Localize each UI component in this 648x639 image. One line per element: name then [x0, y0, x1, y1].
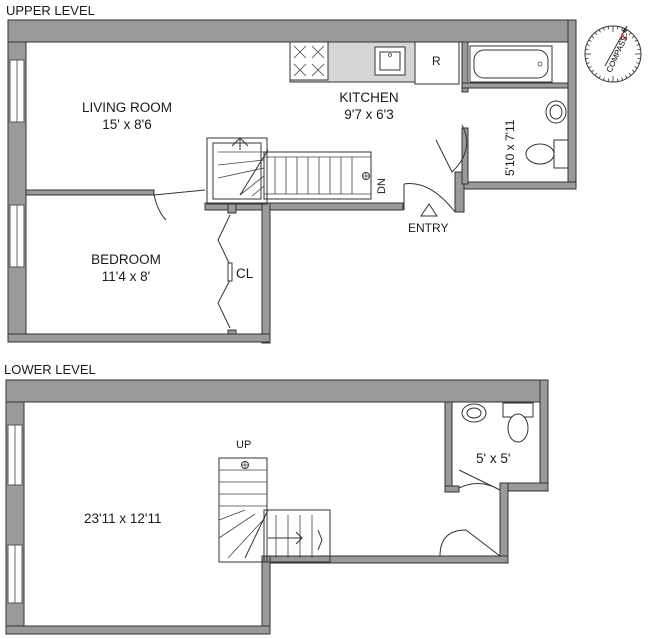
lower-top-wall	[5, 379, 549, 403]
upper-entry-right-wall	[454, 171, 465, 213]
compass-tick	[607, 26, 610, 30]
lower-door	[439, 529, 501, 557]
lower-bathroom-fixtures	[461, 402, 534, 443]
stair-arrow-up-icon	[231, 137, 249, 150]
kitchen-counter	[289, 41, 460, 85]
compass-tick	[616, 78, 619, 82]
closet-label: CL	[236, 266, 254, 281]
upper-stair-bottom-wall	[204, 202, 404, 211]
upper-top-wall	[7, 19, 577, 43]
kitchen-size: 9'7 x 6'3	[344, 107, 394, 122]
upper-bathroom-fixtures	[469, 45, 569, 169]
compass-tick	[594, 72, 598, 76]
bedroom-name: BEDROOM	[91, 252, 161, 267]
compass-tick	[625, 75, 628, 79]
compass-tick	[586, 62, 590, 64]
compass-tick	[636, 44, 640, 46]
compass-tick	[591, 69, 595, 73]
compass-tick	[594, 32, 598, 36]
lower-stairs	[218, 457, 331, 563]
compass-tick	[631, 35, 635, 39]
compass-tick	[591, 35, 595, 39]
compass-tick	[588, 39, 592, 42]
compass-tick	[607, 78, 610, 82]
lower-stair-arrow-icon	[268, 531, 303, 545]
closet-doors	[217, 214, 231, 329]
compass-tick	[634, 39, 638, 42]
compass-tick	[598, 29, 601, 33]
compass-tick	[603, 77, 605, 81]
entry-arrow-icon	[420, 203, 438, 217]
compass-tick	[598, 75, 601, 79]
compass-tick	[631, 69, 635, 73]
kitchen-name: KITCHEN	[339, 90, 399, 105]
lower-level-heading: LOWER LEVEL	[4, 362, 96, 377]
refrigerator-icon	[414, 41, 460, 85]
lower-right-wall	[539, 379, 549, 491]
lower-bathroom-size: 5' x 5'	[476, 451, 511, 466]
living-room-door	[153, 189, 206, 221]
upper-bedroom-right-wall	[261, 202, 271, 344]
lower-main-room-size: 23'11 x 12'11	[84, 511, 162, 526]
compass-tick	[616, 26, 619, 30]
lower-bottom-wall	[5, 625, 271, 635]
upper-right-wall	[567, 19, 577, 189]
living-room-name: LIVING ROOM	[81, 100, 172, 115]
bathroom-size-label: 5'10 x 7'11	[503, 119, 517, 176]
upper-bath-bottom-wall	[461, 181, 577, 190]
stair-down-label: DN	[376, 178, 388, 194]
compass-tick	[637, 48, 641, 51]
compass-tick	[621, 27, 623, 31]
compass-tick	[634, 66, 638, 69]
bedroom-size: 11'4 x 8'	[101, 269, 151, 284]
toilet-icon	[553, 139, 569, 169]
compass-tick	[586, 44, 590, 46]
compass-tick	[585, 48, 589, 51]
compass-tick	[628, 72, 632, 76]
entry-label: ENTRY	[408, 221, 449, 235]
kitchen-door	[435, 124, 468, 173]
bedroom-label: BEDROOM 11'4 x 8'	[78, 251, 174, 285]
living-room-size: 15' x 8'6	[102, 117, 152, 132]
compass-tick	[603, 27, 605, 31]
compass-tick	[621, 77, 623, 81]
compass-tick	[588, 66, 592, 69]
lower-bath-door	[458, 469, 501, 491]
refrigerator-label: R	[432, 54, 441, 68]
upper-bath-inner-wall	[461, 82, 569, 89]
kitchen-label: KITCHEN 9'7 x 6'3	[322, 89, 416, 123]
compass-tick	[628, 32, 632, 36]
upper-divider-wall	[25, 189, 155, 196]
upper-level-plan	[7, 19, 577, 344]
compass-north-label: N	[620, 32, 628, 43]
compass-tick	[636, 62, 640, 64]
compass-tick	[625, 29, 628, 33]
upper-bottom-wall	[7, 333, 271, 343]
upper-level-heading: UPPER LEVEL	[6, 3, 95, 18]
entry-door	[403, 183, 456, 213]
lower-bath-left-wall	[444, 401, 453, 493]
compass-ticks	[585, 26, 641, 82]
compass: N COMPASS	[584, 25, 642, 83]
compass-tick	[585, 57, 589, 60]
stair-up-label: UP	[236, 439, 252, 451]
upper-stairs	[206, 137, 372, 205]
upper-bath-left-wall	[461, 41, 469, 93]
living-room-label: LIVING ROOM 15' x 8'6	[72, 99, 182, 133]
compass-tick	[637, 57, 641, 60]
lower-level-plan	[5, 379, 549, 635]
